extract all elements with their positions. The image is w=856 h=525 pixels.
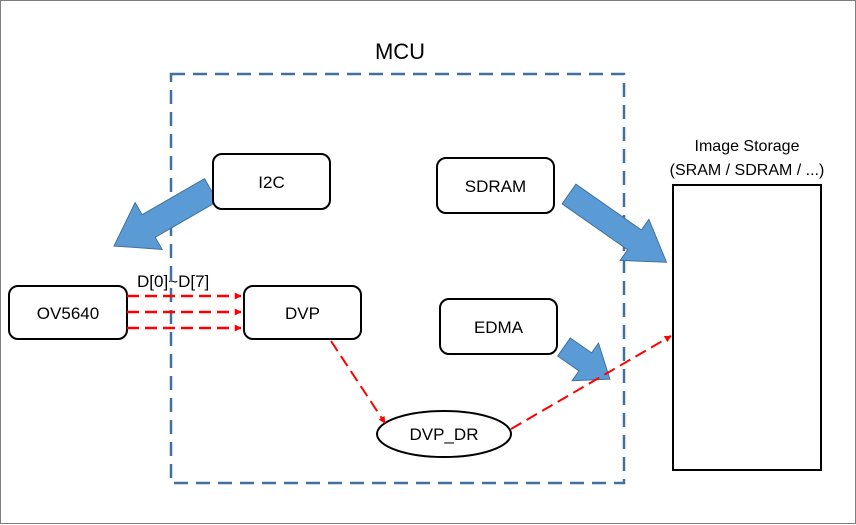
ov5640-block: OV5640 xyxy=(8,285,128,340)
edma-label: EDMA xyxy=(474,318,524,337)
dvp-label: DVP xyxy=(285,304,320,323)
mcu-label: MCU xyxy=(375,39,425,64)
image-storage-subtitle: (SRAM / SDRAM / ...) xyxy=(670,162,825,179)
edma-to-storage-arrow xyxy=(556,337,611,382)
dvp-dr-to-storage-flow xyxy=(510,335,672,430)
edma-block: EDMA xyxy=(439,298,558,355)
dvp-block: DVP xyxy=(243,285,362,340)
i2c-label: I2C xyxy=(258,173,284,192)
sdram-block: SDRAM xyxy=(436,157,555,214)
dvp-dr-label: DVP_DR xyxy=(410,425,479,444)
sdram-label: SDRAM xyxy=(465,177,526,196)
image-storage-box xyxy=(672,184,822,471)
mcu-boundary xyxy=(169,72,626,485)
i2c-block: I2C xyxy=(212,153,331,210)
dvp-to-dvp-dr-flow xyxy=(330,340,386,424)
data-bus-label: D[0]~D[7] xyxy=(137,272,209,291)
dvp-dr-block: DVP_DR xyxy=(376,410,512,458)
i2c-to-ov5640-arrow xyxy=(113,178,219,250)
ov5640-label: OV5640 xyxy=(37,304,99,323)
image-storage-title: Image Storage xyxy=(695,138,800,155)
sdram-to-storage-arrow xyxy=(561,183,668,263)
